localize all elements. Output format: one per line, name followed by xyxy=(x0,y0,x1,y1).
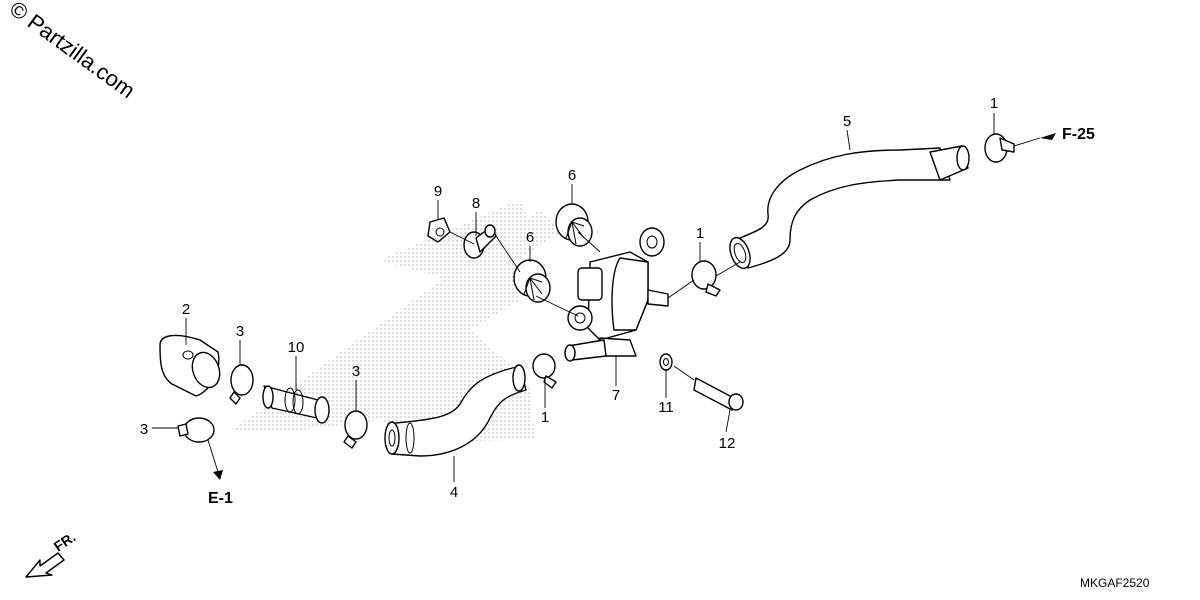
connector-part-10[interactable] xyxy=(262,385,330,424)
washer-part-9[interactable] xyxy=(427,217,451,243)
air-valve-part-7[interactable] xyxy=(564,227,669,362)
hose-part-5[interactable] xyxy=(726,145,970,271)
joint-part-8[interactable] xyxy=(463,224,497,259)
front-arrow-icon xyxy=(25,552,65,578)
washer-part-11[interactable] xyxy=(659,353,673,371)
callout-1: 1 xyxy=(990,95,998,112)
callout-6: 6 xyxy=(568,167,576,184)
arrow-f25-icon xyxy=(1040,133,1056,140)
clamp-part-3-middle[interactable] xyxy=(229,364,254,405)
leader-lines xyxy=(152,113,1041,482)
callout-12: 12 xyxy=(719,435,736,452)
callout-3: 3 xyxy=(236,323,244,340)
callout-7: 7 xyxy=(612,387,620,404)
bolt-part-12[interactable] xyxy=(693,377,744,411)
callout-10: 10 xyxy=(288,339,305,356)
callout-8: 8 xyxy=(472,195,480,212)
elbow-part-2[interactable] xyxy=(159,334,224,397)
watermark: © Partzilla.com xyxy=(5,0,140,103)
callout-1: 1 xyxy=(696,225,704,242)
callout-2: 2 xyxy=(182,301,190,318)
hose-part-4[interactable] xyxy=(384,364,527,457)
clamp-part-1-lower[interactable] xyxy=(532,353,557,389)
callout-6: 6 xyxy=(526,229,534,246)
reference-f25: F-25 xyxy=(1062,126,1095,143)
callout-3: 3 xyxy=(140,421,148,438)
callout-3: 3 xyxy=(352,363,360,380)
clamp-part-1-upper[interactable] xyxy=(984,133,1015,163)
callout-1: 1 xyxy=(541,409,549,426)
clamp-part-3-left[interactable] xyxy=(177,417,215,443)
callout-9: 9 xyxy=(434,183,442,200)
clamp-part-3-right[interactable] xyxy=(343,410,368,449)
callout-5: 5 xyxy=(843,113,851,130)
diagram-code: MKGAF2520 xyxy=(1080,576,1150,590)
callout-11: 11 xyxy=(658,399,674,416)
clamp-part-1-middle[interactable] xyxy=(691,260,721,297)
callout-4: 4 xyxy=(450,484,458,501)
reed-valve-part-6-lower[interactable] xyxy=(513,259,551,303)
reference-e1: E-1 xyxy=(208,490,233,507)
arrow-e1-icon xyxy=(213,470,223,480)
front-label: FR. xyxy=(51,529,79,555)
reed-valve-part-6-upper[interactable] xyxy=(555,203,593,247)
